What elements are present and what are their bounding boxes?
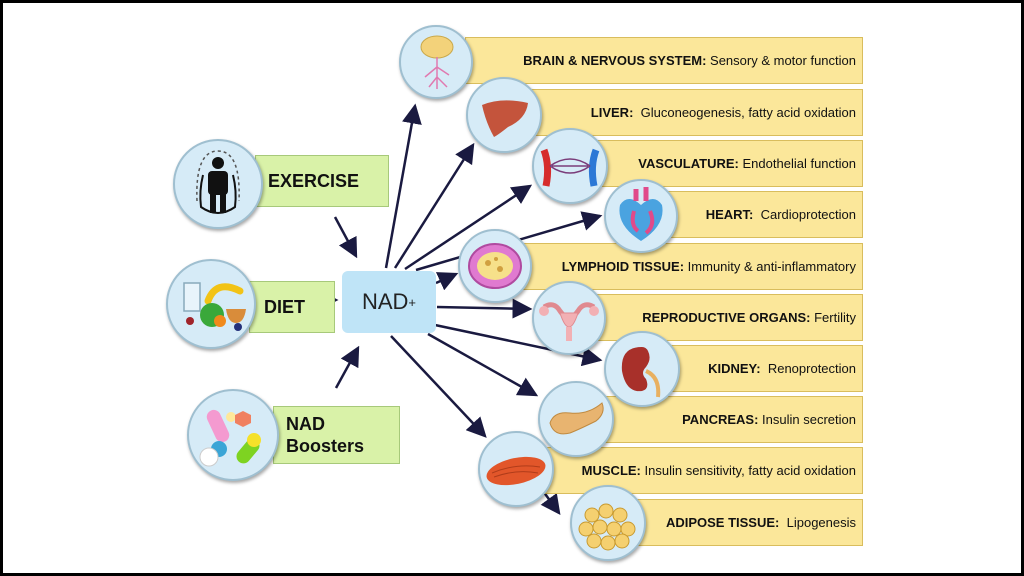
organ-name: PANCREAS: xyxy=(682,412,759,427)
diet-label: DIET xyxy=(264,296,306,317)
muscle-icon xyxy=(478,431,554,507)
pancreas-icon xyxy=(538,381,614,457)
jump-rope-icon xyxy=(173,139,263,229)
slide: EXERCISE DIET NAD Boosters xyxy=(3,3,1021,573)
arrow-boosters xyxy=(334,345,360,389)
organ-name: KIDNEY: xyxy=(708,361,761,376)
organ-name: REPRODUCTIVE ORGANS: xyxy=(642,310,811,325)
organ-effect: Fertility xyxy=(814,310,856,325)
organ-row-reproductive: REPRODUCTIVE ORGANS: Fertility xyxy=(563,294,863,341)
organ-name: LYMPHOID TISSUE: xyxy=(561,259,685,274)
nad-boosters-box: NAD Boosters xyxy=(273,406,400,464)
arrow-muscle xyxy=(390,335,487,438)
organ-name: ADIPOSE TISSUE: xyxy=(665,515,780,530)
organ-name: MUSCLE: xyxy=(581,463,641,478)
food-icon xyxy=(166,259,256,349)
arrow-brain xyxy=(384,103,422,269)
organ-effect: Gluconeogenesis, fatty acid oxidation xyxy=(640,105,856,120)
organ-effect: Lipogenesis xyxy=(786,515,856,530)
nad-hub-superscript: + xyxy=(408,294,417,310)
organ-row-adipose: ADIPOSE TISSUE: Lipogenesis xyxy=(603,499,863,546)
organ-name: VASCULATURE: xyxy=(638,156,739,171)
organ-name: BRAIN & NERVOUS SYSTEM: xyxy=(523,53,707,68)
organ-row-brain: BRAIN & NERVOUS SYSTEM: Sensory & motor … xyxy=(465,37,863,84)
arrow-vasculature xyxy=(404,184,533,271)
nad-boosters-label-line1: NAD xyxy=(286,414,325,434)
organ-row-vasculature: VASCULATURE: Endothelial function xyxy=(583,140,863,187)
organ-row-kidney: KIDNEY: Renoprotection xyxy=(643,345,863,392)
organ-effect: Insulin sensitivity, fatty acid oxidatio… xyxy=(644,463,856,478)
exercise-label: EXERCISE xyxy=(268,170,360,191)
arrow-liver xyxy=(393,142,475,269)
arrow-lymph xyxy=(435,272,459,291)
organ-effect: Sensory & motor function xyxy=(710,53,856,68)
nad-boosters-label-line2: Boosters xyxy=(286,436,365,456)
organ-effect: Cardioprotection xyxy=(760,207,856,222)
organ-row-heart: HEART: Cardioprotection xyxy=(643,191,863,238)
organ-row-pancreas: PANCREAS: Insulin secretion xyxy=(583,396,863,443)
lymph-node-icon xyxy=(458,229,532,303)
organ-effect: Immunity & anti-inflammatory xyxy=(687,259,856,274)
organ-effect: Insulin secretion xyxy=(762,412,856,427)
nad-hub-label: NAD xyxy=(361,289,409,314)
diet-box: DIET xyxy=(249,281,335,333)
exercise-box: EXERCISE xyxy=(255,155,389,207)
liver-icon xyxy=(466,77,542,153)
brain-icon xyxy=(399,25,473,99)
arrow-exercise xyxy=(333,216,358,259)
organ-row-liver: LIVER: Gluconeogenesis, fatty acid oxida… xyxy=(523,89,863,136)
uterus-icon xyxy=(532,281,606,355)
organ-effect: Endothelial function xyxy=(742,156,856,171)
kidney-icon xyxy=(604,331,680,407)
arrow-pancreas xyxy=(427,332,539,397)
heart-icon xyxy=(604,179,678,253)
nad-hub: NAD+ xyxy=(342,271,436,333)
vasculature-icon xyxy=(532,128,608,204)
arrow-adipose xyxy=(540,490,561,516)
organ-row-lymphoid: LYMPHOID TISSUE: Immunity & anti-inflamm… xyxy=(503,243,863,290)
organ-effect: Renoprotection xyxy=(767,361,856,376)
arrow-reproductive xyxy=(436,298,533,319)
pills-icon xyxy=(187,389,279,481)
organ-name: HEART: xyxy=(705,207,754,222)
fat-cells-icon xyxy=(570,485,646,561)
organ-name: LIVER: xyxy=(590,105,634,120)
